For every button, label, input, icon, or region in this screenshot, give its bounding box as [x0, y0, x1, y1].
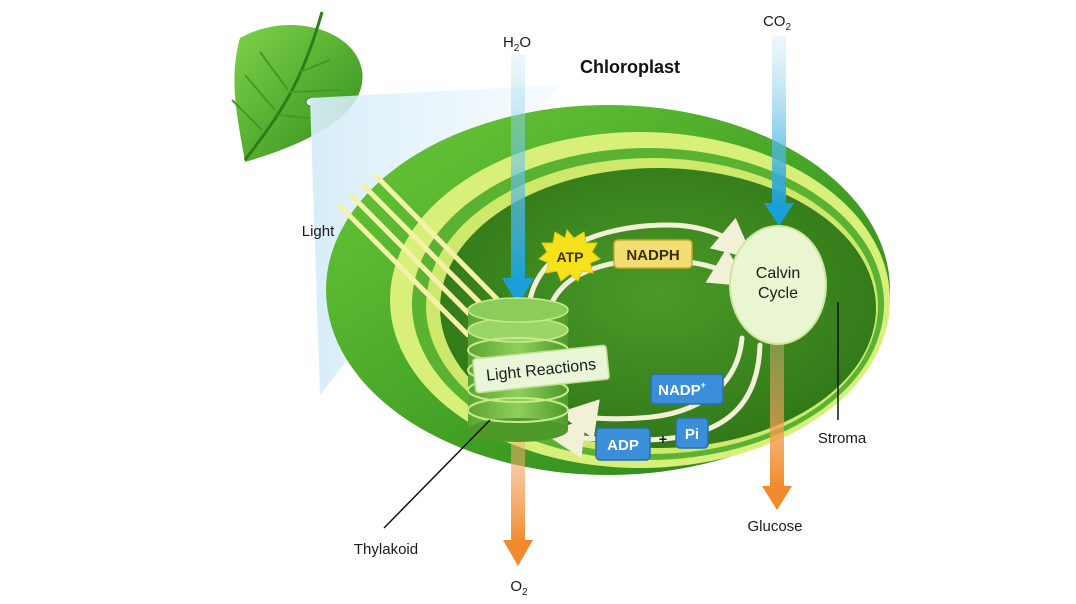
nadph-label: NADPH: [626, 247, 679, 264]
calvin-cycle-line2: Cycle: [758, 285, 798, 302]
nadph-badge: NADPH: [613, 239, 693, 269]
cycle-arrows: [527, 217, 763, 459]
light-label: Light: [302, 223, 335, 240]
calvin-cycle-line1: Calvin: [756, 265, 800, 282]
glucose-output-arrow: [762, 340, 792, 510]
atp-badge: ATP: [538, 228, 601, 282]
plus-sign: +: [659, 431, 667, 447]
thylakoid-label: Thylakoid: [354, 541, 418, 558]
co2-label: CO2: [763, 13, 792, 33]
thylakoid-leader-line: [383, 419, 491, 529]
glucose-label: Glucose: [747, 518, 802, 535]
atp-label: ATP: [557, 249, 584, 265]
pi-label: Pi: [685, 426, 699, 443]
oxygen-output-arrow: [503, 415, 533, 566]
water-input-arrow: [502, 55, 534, 305]
nadp-badge: NADP+: [650, 373, 724, 405]
water-label: H2O: [503, 34, 531, 54]
nadp-label: NADP+: [658, 380, 706, 399]
pi-badge: Pi: [675, 417, 709, 449]
adp-label: ADP: [607, 437, 639, 454]
light-reactions-box: Light Reactions: [472, 344, 610, 394]
light-rays: [337, 173, 506, 338]
adp-badge: ADP: [595, 427, 651, 461]
chloroplast-title: Chloroplast: [580, 57, 680, 77]
calvin-cycle: Calvin Cycle: [729, 225, 827, 345]
co2-input-arrow: [764, 36, 794, 226]
stroma-label: Stroma: [818, 430, 867, 447]
oxygen-label: O2: [510, 578, 528, 598]
